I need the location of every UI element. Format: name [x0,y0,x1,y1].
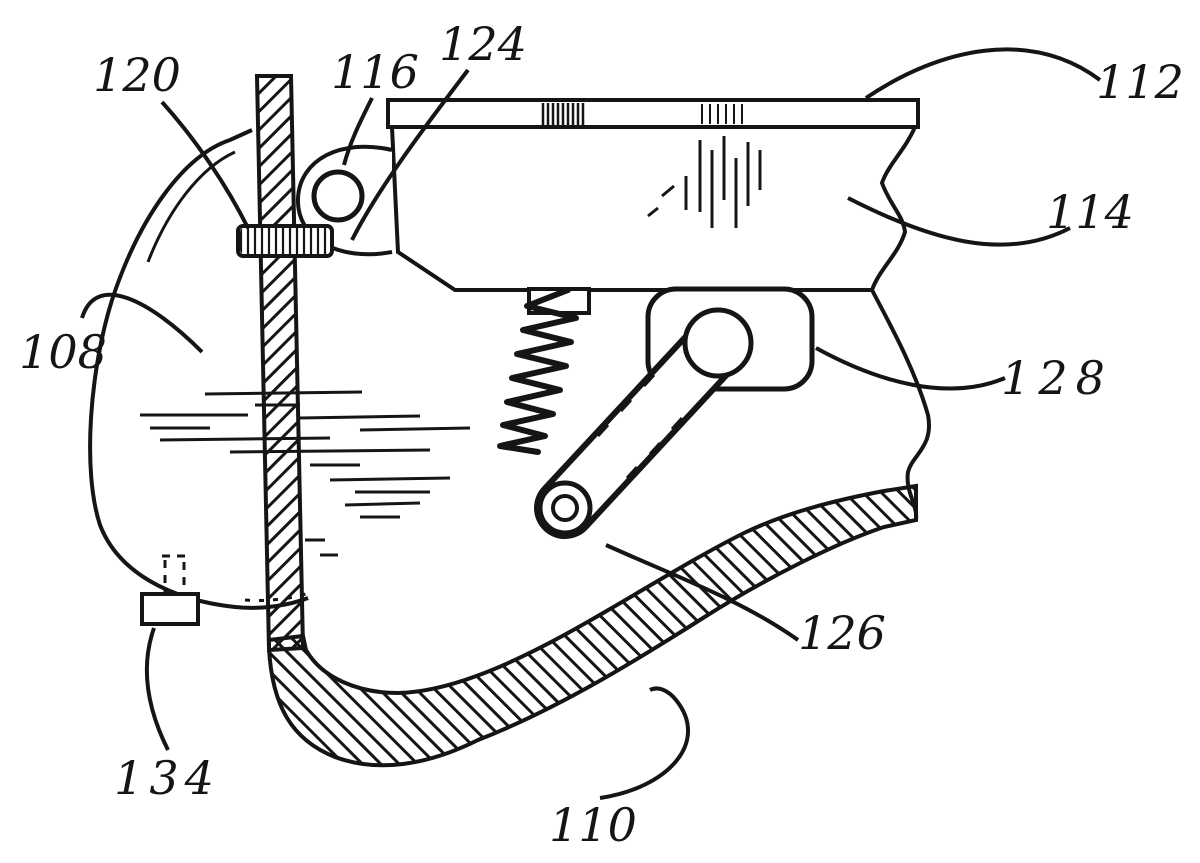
link-upper-pin [682,307,754,379]
stop-bracket-134 [140,554,200,626]
cover-outline-108 [88,128,313,610]
leader-line-128 [815,346,1006,391]
ref-numeral-112: 112 [1096,55,1184,109]
leader-line-116 [342,97,374,166]
leader-line-126 [605,543,800,642]
break-line [870,289,932,521]
leader-line-124 [350,68,470,241]
link-lower-pin [551,494,579,522]
leader-line-112 [864,47,1102,100]
leader-line-114 [847,196,1071,247]
top-plate [386,98,920,129]
link-edge-ticks [596,373,684,480]
ref-numeral-108: 108 [19,325,107,379]
ref-numeral-128: 128 [1001,351,1113,405]
ref-numeral-124: 124 [439,17,527,71]
ref-numeral-114: 114 [1046,185,1134,239]
ref-numeral-110: 110 [549,798,637,852]
ref-numeral-126: 126 [798,606,886,660]
leader-line-110 [599,686,690,800]
housing-body-112-114 [386,98,932,521]
leader-line-120 [160,100,250,229]
ref-numeral-134: 134 [114,751,220,805]
leader-line-134 [144,627,170,751]
pivot-hole [311,169,365,223]
plate-shading-dark [541,103,585,125]
leader-line-108 [80,292,204,354]
clamp-bar [254,74,306,653]
plate-shading-light [701,104,743,124]
pivot-link-126 [534,307,754,539]
coil-spring [497,287,579,455]
knurled-knob-120 [236,224,334,258]
ref-numeral-120: 120 [93,48,181,102]
ref-numeral-116: 116 [331,45,419,99]
cover-shading-lines [140,390,471,557]
body-shading-lines [647,136,762,228]
